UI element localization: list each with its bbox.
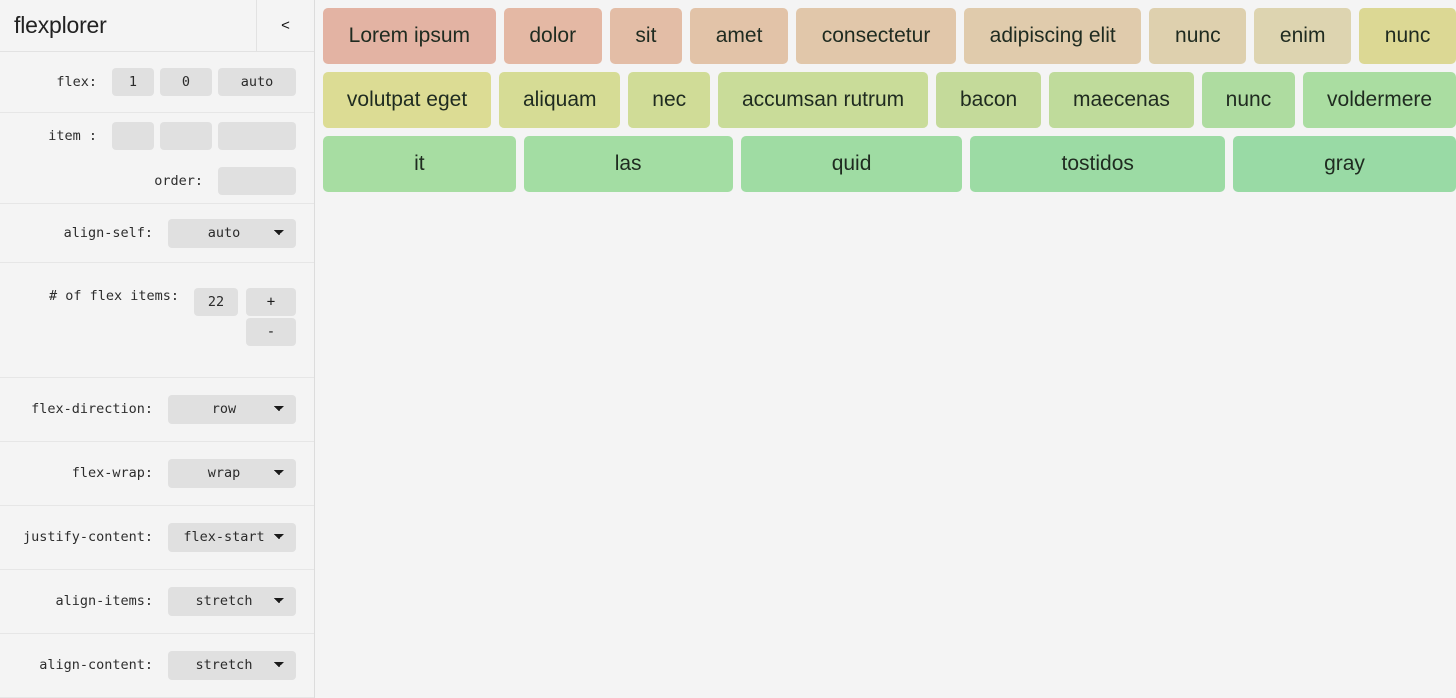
flex-grow-input[interactable] bbox=[112, 67, 154, 96]
flex-item[interactable]: adipiscing elit bbox=[963, 8, 1142, 64]
flex-direction-row: flex-direction: rowrow-reversecolumncolum… bbox=[0, 378, 314, 442]
flex-wrap-select[interactable]: nowrapwrapwrap-reverse bbox=[168, 458, 296, 488]
flex-item[interactable]: amet bbox=[690, 8, 789, 64]
align-self-select[interactable]: autoflex-startflex-endcenterbaselinestre… bbox=[168, 218, 296, 248]
order-row: order: bbox=[0, 158, 314, 205]
control-sidebar: flexplorer < flex: item : order: align-s… bbox=[0, 0, 315, 698]
app-title: flexplorer bbox=[14, 12, 107, 38]
flex-item[interactable]: volutpat eget bbox=[323, 72, 492, 128]
align-items-label: align-items: bbox=[55, 593, 153, 610]
flex-item[interactable]: nunc bbox=[1149, 8, 1247, 64]
flex-item[interactable]: voldermere bbox=[1303, 72, 1456, 128]
item-width-input[interactable] bbox=[112, 121, 154, 150]
flex-item-count-label: # of flex items: bbox=[48, 288, 179, 305]
flex-item[interactable]: nunc bbox=[1359, 8, 1456, 64]
flex-item[interactable]: nec bbox=[628, 72, 711, 128]
justify-content-label: justify-content: bbox=[22, 529, 153, 546]
flex-direction-select[interactable]: rowrow-reversecolumncolumn-reverse bbox=[168, 394, 296, 424]
flex-item[interactable]: sit bbox=[609, 8, 683, 64]
order-label: order: bbox=[154, 172, 203, 189]
flex-item[interactable]: accumsan rutrum bbox=[718, 72, 929, 128]
flex-wrap-row: flex-wrap: nowrapwrapwrap-reverse bbox=[0, 442, 314, 506]
container-properties: flex-direction: rowrow-reversecolumncolum… bbox=[0, 378, 314, 698]
flex-item[interactable]: tostidos bbox=[970, 136, 1225, 192]
flex-item[interactable]: maecenas bbox=[1049, 72, 1194, 128]
align-self-row: align-self: autoflex-startflex-endcenter… bbox=[0, 204, 314, 264]
flex-direction-label: flex-direction: bbox=[31, 401, 153, 418]
flex-item[interactable]: las bbox=[523, 136, 733, 192]
align-content-select[interactable]: stretchflex-startflex-endcenterspace-bet… bbox=[168, 650, 296, 680]
flex-item[interactable]: aliquam bbox=[499, 72, 621, 128]
stepper-group: + - bbox=[246, 288, 296, 347]
chevron-left-icon[interactable]: < bbox=[256, 0, 314, 52]
order-input[interactable] bbox=[218, 166, 296, 195]
flex-item[interactable]: bacon bbox=[936, 72, 1042, 128]
flex-item[interactable]: dolor bbox=[503, 8, 602, 64]
flex-item[interactable]: quid bbox=[740, 136, 963, 192]
flex-item[interactable]: gray bbox=[1233, 136, 1456, 192]
item-label: item : bbox=[48, 127, 97, 144]
justify-content-select[interactable]: flex-startflex-endcenterspace-betweenspa… bbox=[168, 522, 296, 552]
flex-item[interactable]: Lorem ipsum bbox=[323, 8, 496, 64]
align-content-label: align-content: bbox=[39, 657, 153, 674]
flex-item[interactable]: nunc bbox=[1201, 72, 1296, 128]
flex-item[interactable]: consectetur bbox=[796, 8, 956, 64]
flex-label: flex: bbox=[56, 73, 97, 90]
decrement-button[interactable]: - bbox=[246, 318, 296, 347]
flex-shorthand-row: flex: bbox=[0, 52, 314, 113]
flex-item-count-row: # of flex items: + - bbox=[0, 263, 314, 378]
flex-item[interactable]: it bbox=[323, 136, 516, 192]
flex-wrap-label: flex-wrap: bbox=[71, 465, 153, 482]
flex-basis-input[interactable] bbox=[218, 67, 296, 96]
align-self-label: align-self: bbox=[63, 225, 153, 242]
align-content-row: align-content: stretchflex-startflex-endc… bbox=[0, 634, 314, 698]
justify-content-row: justify-content: flex-startflex-endcenter… bbox=[0, 506, 314, 570]
item-dimensions-row: item : bbox=[0, 113, 314, 158]
flex-shrink-input[interactable] bbox=[160, 67, 212, 96]
item-height-input[interactable] bbox=[160, 121, 212, 150]
flex-item[interactable]: enim bbox=[1254, 8, 1352, 64]
item-extra-input[interactable] bbox=[218, 121, 296, 150]
sidebar-header: flexplorer < bbox=[0, 0, 314, 52]
align-items-row: align-items: stretchflex-startflex-endcen… bbox=[0, 570, 314, 634]
flex-item-count-input[interactable] bbox=[194, 288, 238, 317]
align-items-select[interactable]: stretchflex-startflex-endcenterbaseline bbox=[168, 586, 296, 616]
increment-button[interactable]: + bbox=[246, 288, 296, 317]
